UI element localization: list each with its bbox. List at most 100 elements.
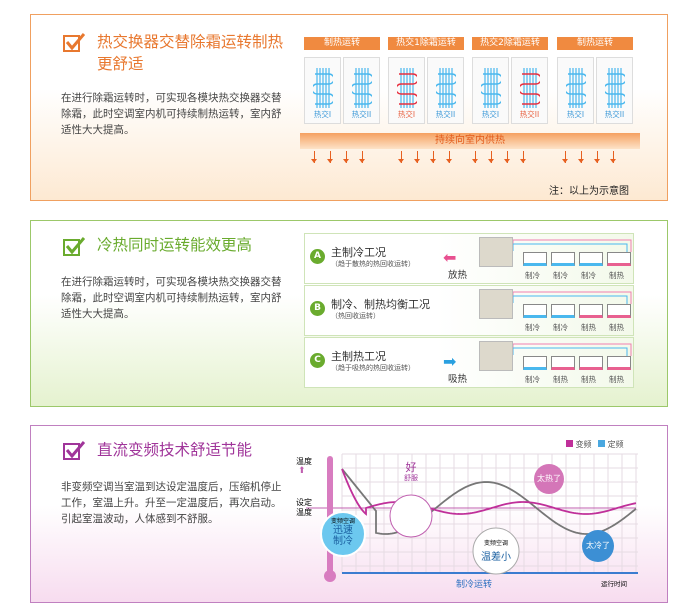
- stage-label: 热交1除霜运转: [388, 37, 464, 50]
- bubble-fast-cooling: 迅速制冷: [333, 525, 353, 547]
- down-arrow-icon: [414, 151, 420, 163]
- indoor-unit-icon: [523, 304, 547, 318]
- mode-title: 制冷、制热均衡工况: [331, 298, 430, 311]
- heat-exchanger-unit: 热交II: [596, 57, 633, 124]
- indoor-mode-label: 制热: [609, 375, 624, 384]
- indoor-mode-label: 制热: [581, 323, 596, 332]
- heat-exchanger-unit: 热交I: [557, 57, 594, 124]
- unit-label: 热交I: [313, 110, 332, 119]
- unit-label: 热交I: [481, 110, 500, 119]
- mode-badge: A: [310, 249, 325, 264]
- section-description: 在进行除霜运转时，可实现各模块热交换器交替除霜，此时空调室内机可持续制热运转，室…: [61, 276, 282, 320]
- indoor-mode-label: 制冷: [525, 375, 540, 384]
- section-defrost: 热交换器交替除霜运转制热更舒适 在进行除霜运转时，可实现各模块热交换器交替除霜，…: [30, 14, 668, 201]
- section-heat-recovery: 冷热同时运转能效更高 在进行除霜运转时，可实现各模块热交换器交替除霜，此时空调室…: [30, 220, 668, 407]
- down-arrow-icon: [594, 151, 600, 163]
- legend-swatch-fixed: [598, 440, 606, 447]
- mode-title: 主制热工况: [331, 350, 386, 363]
- bubble-small-diff: 温差小: [481, 552, 511, 563]
- stage-label: 热交2除霜运转: [472, 37, 548, 50]
- section-title: 直流变频技术舒适节能: [97, 441, 253, 459]
- heat-supply-bar: 持续向室内供热: [300, 133, 640, 149]
- y-axis-label: 温度: [296, 457, 312, 466]
- indoor-unit-icon: [607, 304, 631, 318]
- up-arrow-icon: ⬆: [298, 466, 306, 476]
- mode-subtitle: （热回收运转）: [331, 312, 380, 320]
- heat-exchange-label: 吸热: [448, 374, 468, 385]
- legend: 变频 定频: [566, 439, 624, 450]
- indoor-unit-icon: [551, 356, 575, 370]
- down-arrow-icon: [520, 151, 526, 163]
- diagram-note: 注：以上为示意图: [549, 186, 629, 197]
- checkbox-icon: [63, 237, 85, 256]
- heat-exchanger-unit: 热交II: [511, 57, 548, 124]
- indoor-unit-icon: [523, 356, 547, 370]
- legend-inverter: 变频: [575, 440, 592, 449]
- down-arrow-icon: [504, 151, 510, 163]
- down-arrow-icon: [359, 151, 365, 163]
- down-arrow-icon: [472, 151, 478, 163]
- stage-label: 制热运转: [304, 37, 380, 50]
- section-description: 在进行除霜运转时，可实现各模块热交换器交替除霜，此时空调室内机可持续制热运转，室…: [61, 92, 282, 136]
- bubble-small-sub: 变频空调: [483, 540, 508, 547]
- left-arrow-icon: ⬅: [443, 248, 457, 267]
- indoor-mode-label: 制冷: [525, 271, 540, 280]
- mode-badge: B: [310, 301, 325, 316]
- section-description: 非变频空调当室温到达设定温度后，压缩机停止工作，室温上升。升至一定温度后，再次启…: [61, 481, 282, 525]
- section-inverter: 直流变频技术舒适节能 非变频空调当室温到达设定温度后，压缩机停止工作，室温上升。…: [30, 425, 668, 603]
- operation-mode-row: B 制冷、制热均衡工况 （热回收运转） 制冷制冷制热制热: [304, 285, 634, 336]
- heat-exchanger-unit: 热交II: [343, 57, 380, 124]
- unit-label: 热交II: [604, 110, 625, 119]
- indoor-unit-icon: [579, 356, 603, 370]
- indoor-mode-label: 制冷: [553, 271, 568, 280]
- bubble-fast-sub: 变频空调: [330, 518, 355, 525]
- legend-swatch-inverter: [566, 440, 573, 447]
- heat-exchanger-unit: 热交I: [388, 57, 425, 124]
- down-arrow-icon: [327, 151, 333, 163]
- indoor-mode-label: 制热: [553, 375, 568, 384]
- legend-fixed: 定频: [607, 440, 624, 449]
- section-title: 热交换器交替除霜运转制热更舒适: [97, 33, 284, 73]
- coil-icon: [481, 68, 501, 108]
- down-arrow-icon: [610, 151, 616, 163]
- down-arrow-icon: [311, 151, 317, 163]
- bubble-too-hot: 太热了: [537, 474, 561, 483]
- coil-icon: [566, 68, 586, 108]
- operation-mode-row: A 主制冷工况 （趋于散热的热回收运转） ⬅放热制冷制冷制冷制热: [304, 233, 634, 284]
- heat-exchange-label: 放热: [448, 270, 468, 281]
- heat-exchanger-unit: 热交II: [427, 57, 464, 124]
- checkbox-icon: [63, 441, 85, 460]
- indoor-unit-icon: [579, 252, 603, 266]
- indoor-mode-label: 制冷: [525, 323, 540, 332]
- down-arrow-icon: [343, 151, 349, 163]
- indoor-unit-icon: [551, 304, 575, 318]
- indoor-mode-label: 制冷: [581, 271, 596, 280]
- outdoor-unit-icon: [479, 289, 513, 319]
- heat-exchanger-unit: 热交I: [304, 57, 341, 124]
- unit-label: 热交II: [435, 110, 456, 119]
- down-arrow-icon: [398, 151, 404, 163]
- x-axis-end-label: 运行时间: [601, 580, 627, 588]
- temperature-chart: 温度 ⬆ 设定温度 好 舒服 太热了 太冷了 变频空调 迅速制冷 变频空调 温差…: [296, 436, 641, 596]
- down-arrow-icon: [578, 151, 584, 163]
- bubble-too-cold: 太冷了: [586, 541, 610, 550]
- mode-badge: C: [310, 353, 325, 368]
- mode-subtitle: （趋于散热的热回收运转）: [331, 260, 415, 268]
- coil-icon: [436, 68, 456, 108]
- unit-label: 热交II: [519, 110, 540, 119]
- outdoor-unit-icon: [479, 341, 513, 371]
- heat-exchanger-unit: 热交I: [472, 57, 509, 124]
- indoor-unit-icon: [579, 304, 603, 318]
- unit-label: 热交II: [351, 110, 372, 119]
- bubble-good-sub: 舒服: [404, 474, 418, 482]
- stage-label: 制热运转: [557, 37, 633, 50]
- defrost-coil-icon: [397, 68, 417, 108]
- right-arrow-icon: ➡: [443, 352, 457, 371]
- indoor-mode-label: 制热: [581, 375, 596, 384]
- mode-subtitle: （趋于吸热的热回收运转）: [331, 364, 415, 372]
- down-arrow-icon: [446, 151, 452, 163]
- setpoint-label: 设定温度: [296, 498, 312, 517]
- x-axis-label: 制冷运转: [456, 580, 493, 590]
- indoor-unit-icon: [607, 252, 631, 266]
- indoor-mode-label: 制热: [609, 323, 624, 332]
